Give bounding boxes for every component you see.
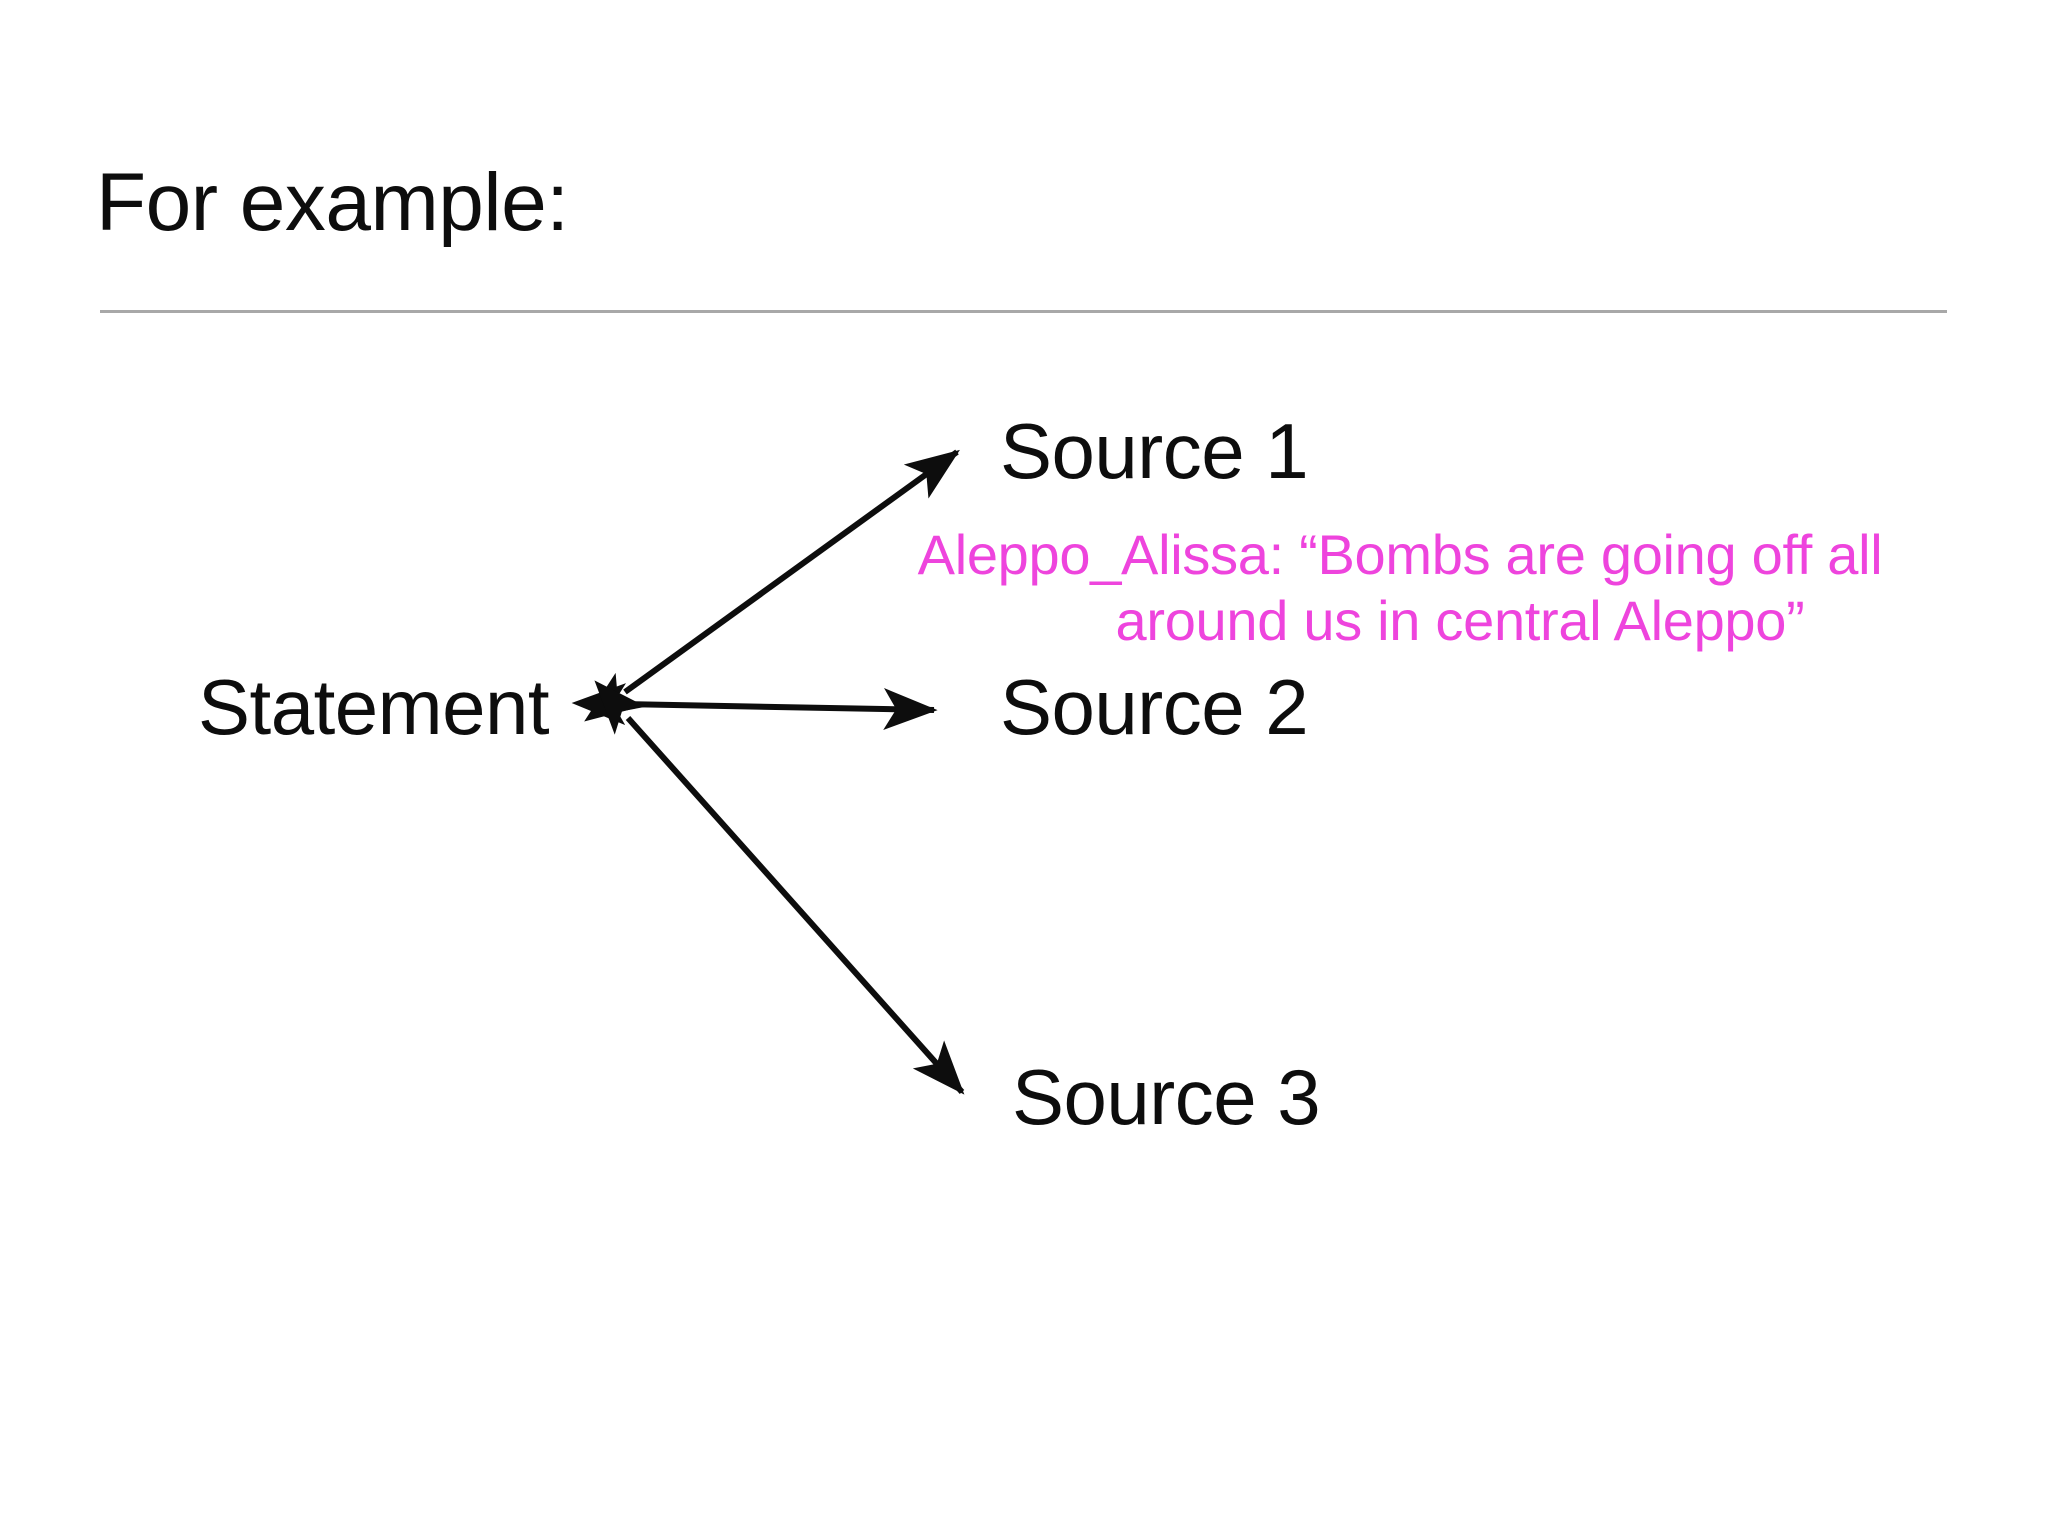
quote-line-2: around us in central Aleppo” [1115,589,1805,653]
quote-line-1: Aleppo_Alissa: “Bombs are going off all [917,523,1883,586]
node-source-2: Source 2 [1000,663,1309,751]
source-1-quote-annotation: Aleppo_Alissa: “Bombs are going off all … [860,522,1940,654]
edge-statement-source-2 [571,683,938,731]
title-divider [100,310,1947,313]
page-title: For example: [96,157,569,248]
node-statement: Statement [198,663,550,751]
node-source-1: Source 1 [1000,407,1309,495]
edge-statement-source-3 [594,680,965,1095]
node-source-3: Source 3 [1012,1053,1321,1141]
